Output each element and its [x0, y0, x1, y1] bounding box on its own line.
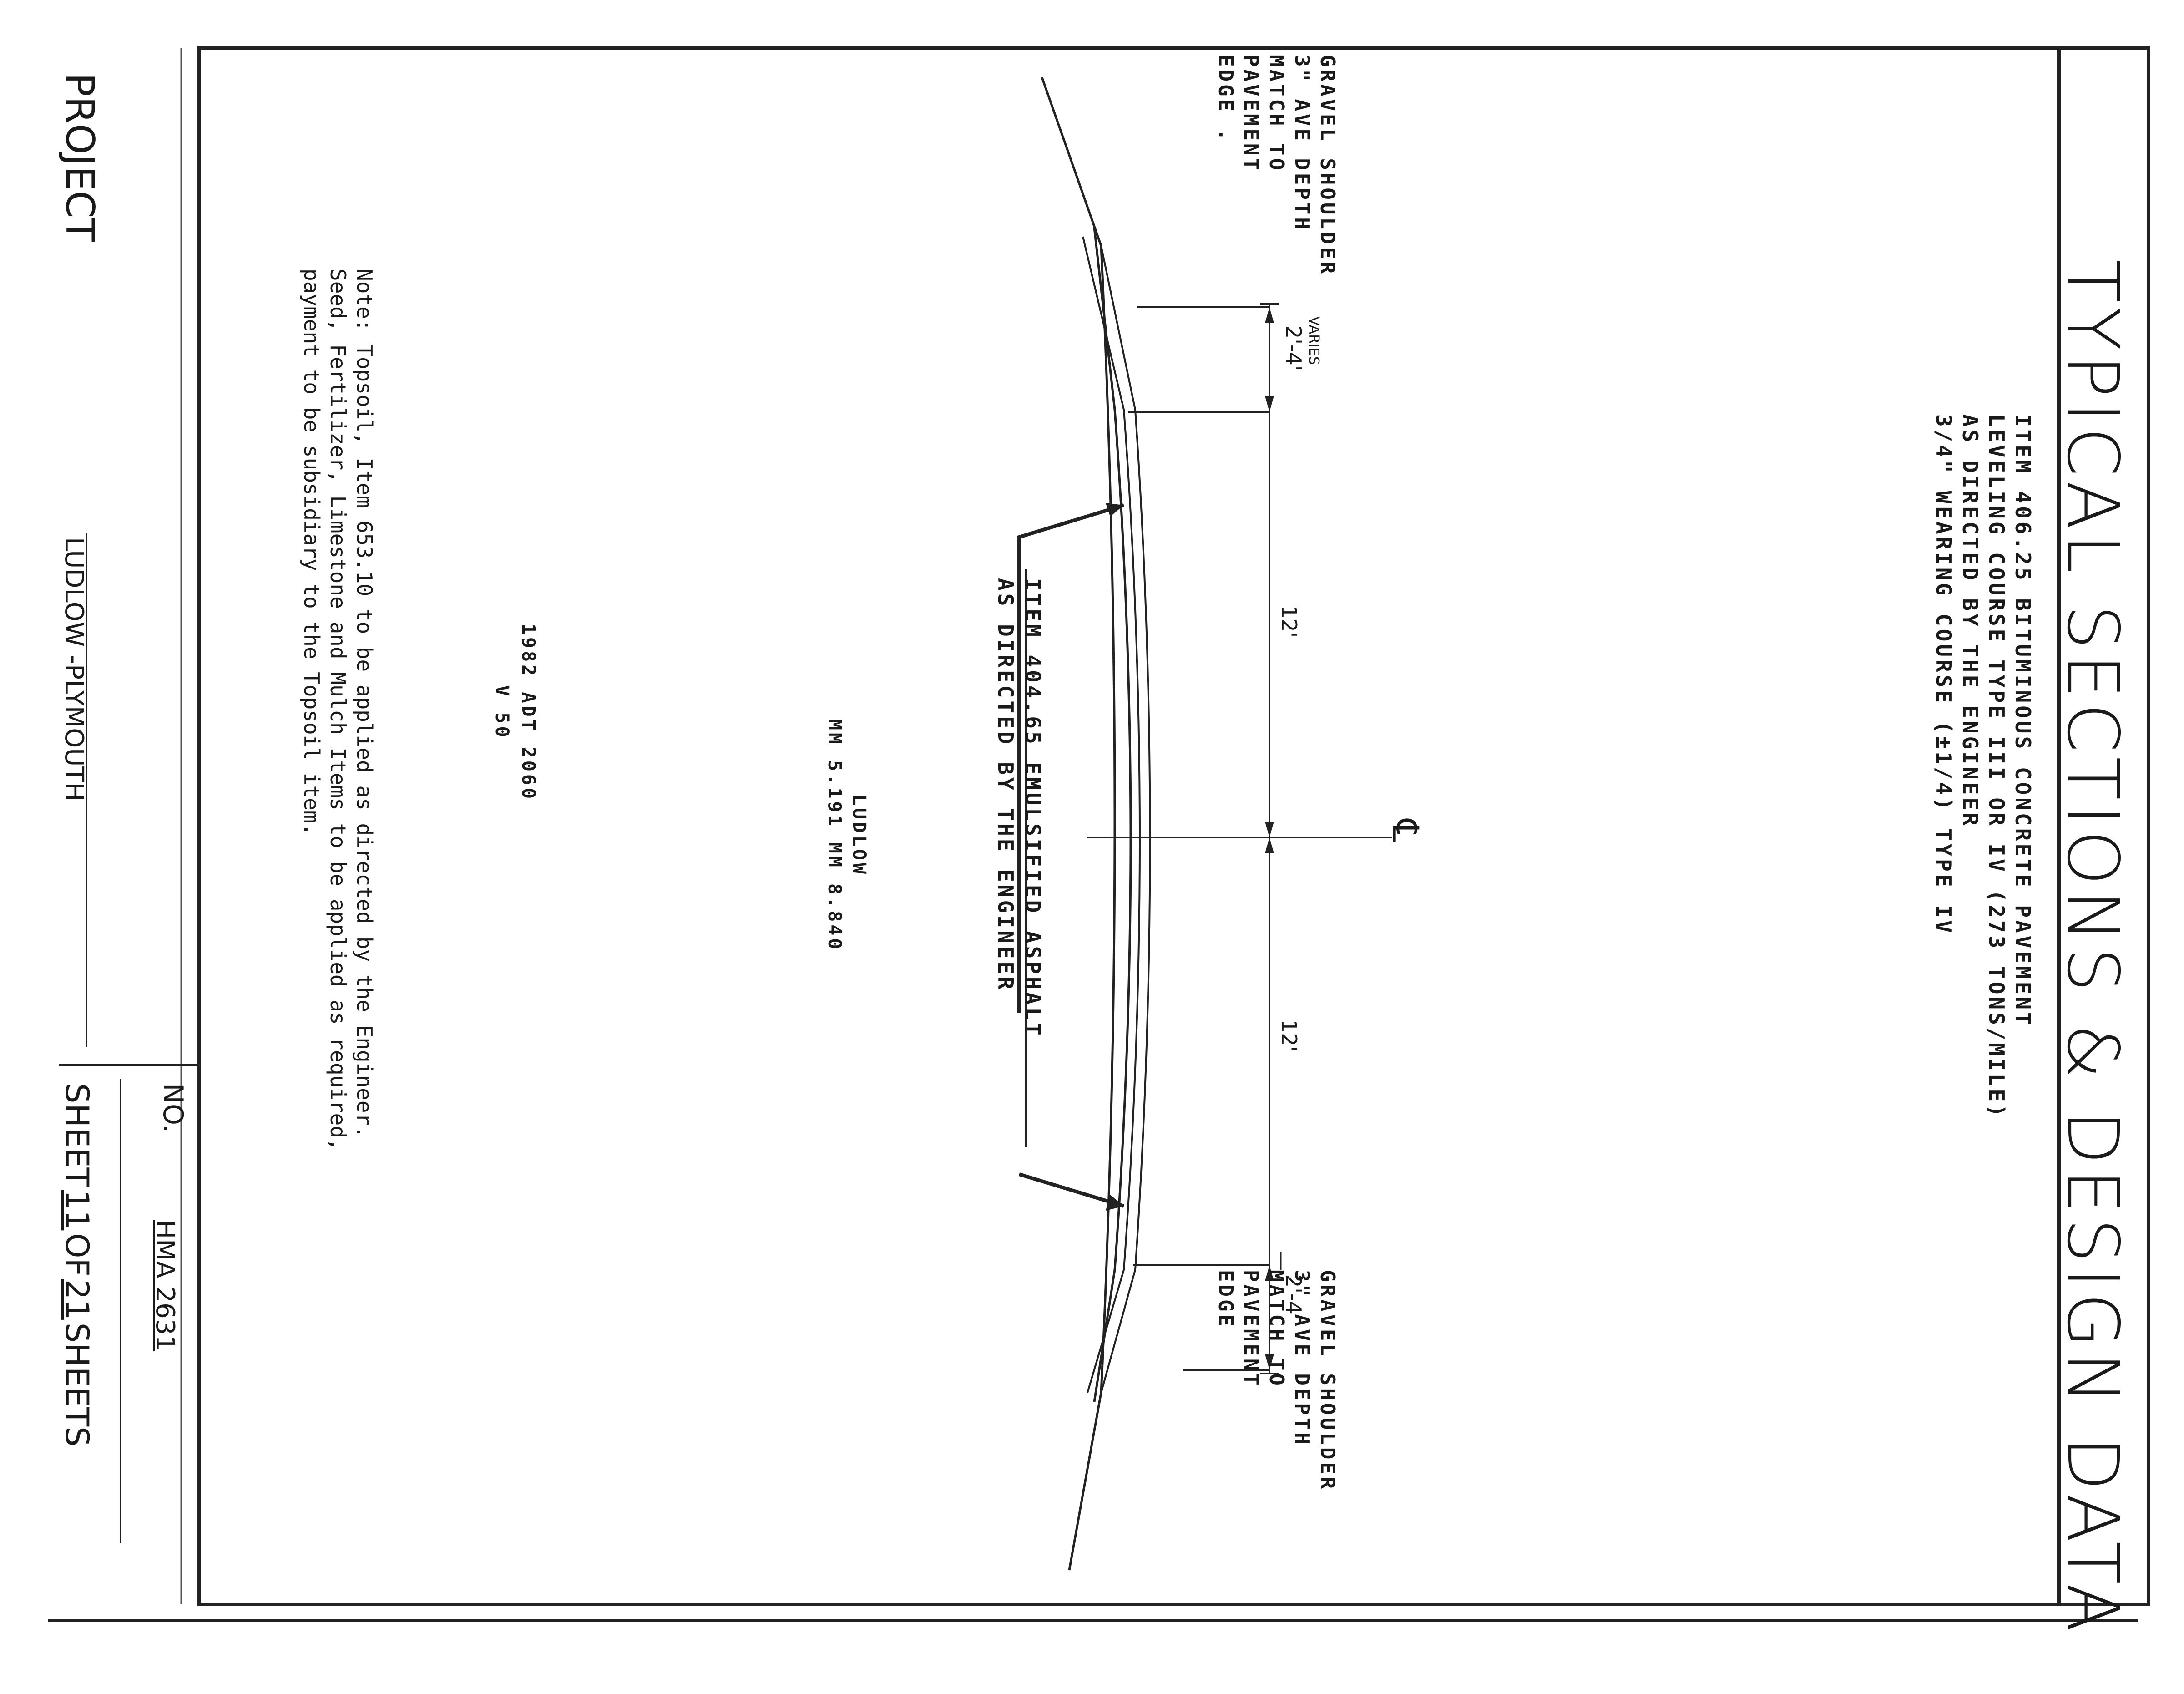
- item-404-block: ITEM 404.65 EMULSIFIED ASPHALT AS DIRECT…: [992, 578, 1046, 1038]
- no-label: NO.: [157, 1083, 189, 1133]
- traffic-speed: V 50: [491, 685, 512, 740]
- sheet-total: 21: [58, 1279, 96, 1320]
- pavement-layer: [1100, 245, 1151, 1393]
- pavement-base: [1082, 236, 1141, 1393]
- left-shoulder-line: 3" AVE DEPTH: [1290, 55, 1314, 232]
- no-value: HMA 2631: [150, 1220, 180, 1352]
- lane-left-width: 12': [1277, 605, 1301, 638]
- item-404-line: AS DIRECTED BY THE ENGINEER: [993, 578, 1018, 992]
- project-label: PROJECT: [57, 73, 102, 242]
- left-shoulder-line: PAVEMENT: [1239, 55, 1263, 173]
- leader-left: [1017, 503, 1125, 1013]
- right-shoulder-line: EDGE: [1214, 1270, 1237, 1329]
- left-shoulder-varies: VARIES: [1306, 316, 1322, 365]
- item-406-line: 3/4" WEARING COURSE (±1/4) TYPE IV: [1931, 414, 1956, 936]
- note-line: Seed, Fertilizer, Limestone and Mulch It…: [326, 269, 350, 1151]
- item-406-line: ITEM 406.25 BITUMINOUS CONCRETE PAVEMENT: [2011, 414, 2035, 1028]
- sheet-number: 11: [58, 1190, 96, 1231]
- item-406-block: ITEM 406.25 BITUMINOUS CONCRETE PAVEMENT…: [1931, 414, 2036, 1120]
- item-406-line: AS DIRECTED BY THE ENGINEER: [1958, 414, 1982, 828]
- note-block: Note: Topsoil, Item 653.10 to be applied…: [298, 269, 378, 1151]
- right-shoulder-line: PAVEMENT: [1239, 1270, 1263, 1388]
- left-shoulder-line: EDGE .: [1214, 55, 1237, 143]
- note-line: payment to be subsidiary to the Topsoil …: [299, 269, 324, 836]
- centerline-icon: ℄: [1384, 819, 1426, 843]
- location-name: LUDLOW: [849, 794, 870, 877]
- traffic-adt: 1982 ADT 2060: [518, 624, 539, 802]
- sheet-label: SHEET: [58, 1083, 96, 1187]
- right-shoulder-line: GRAVEL SHOULDER: [1316, 1270, 1339, 1492]
- project-name: LUDLOW -PLYMOUTH: [59, 537, 89, 801]
- sheets-label: SHEETS: [58, 1322, 96, 1447]
- sheet-title: TYPICAL SECTIONS & DESIGN DATA: [2052, 259, 2134, 1637]
- traffic-block: 1982 ADT 2060 V 50: [489, 624, 541, 801]
- sheet-info: SHEET11OF21SHEETS: [58, 1083, 96, 1447]
- note-line: Note: Topsoil, Item 653.10 to be applied…: [352, 269, 377, 1138]
- left-shoulder-width: 2'-4': [1281, 325, 1306, 371]
- right-shoulder-width: 2'-4': [1281, 1274, 1306, 1320]
- item-406-line: LEVELING COURSE TYPE III OR IV (273 TONS…: [1984, 414, 2009, 1120]
- location-mileposts: MM 5.191 MM 8.840: [824, 719, 845, 952]
- right-shoulder-label: GRAVEL SHOULDER 3" AVE DEPTH MATCH TO PA…: [1213, 1270, 1340, 1491]
- lane-right-width: 12': [1277, 1019, 1301, 1052]
- pavement-surface: [1093, 227, 1132, 1402]
- drawing-border: [197, 46, 2150, 1606]
- location-block: LUDLOW MM 5.191 MM 8.840: [822, 719, 871, 952]
- of-label: OF: [58, 1233, 96, 1277]
- left-shoulder-line: GRAVEL SHOULDER: [1316, 55, 1339, 277]
- leader-right: [1018, 1172, 1125, 1208]
- left-shoulder-label: GRAVEL SHOULDER 3" AVE DEPTH MATCH TO PA…: [1213, 55, 1340, 276]
- item-404-line: ITEM 404.65 EMULSIFIED ASPHALT: [1021, 578, 1045, 1038]
- left-shoulder-line: MATCH TO: [1265, 55, 1288, 173]
- embankment-line: [1041, 77, 1116, 1571]
